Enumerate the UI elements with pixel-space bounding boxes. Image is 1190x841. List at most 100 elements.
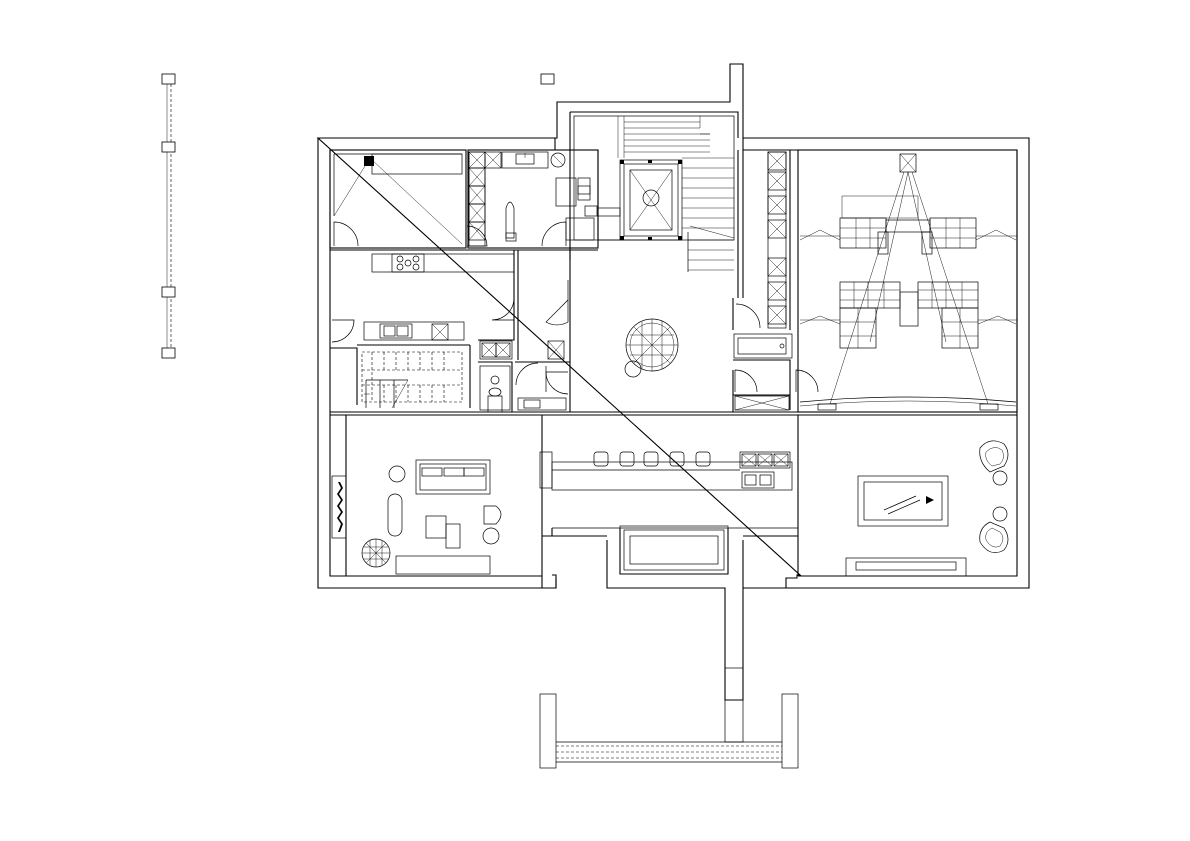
bathroom-rect <box>733 333 793 359</box>
armchair-top-circle <box>992 470 1008 486</box>
seating-row-back <box>839 281 979 349</box>
elevation-marker-rect <box>161 141 176 153</box>
elevation-marker-rect <box>540 73 555 85</box>
laundry-rect <box>501 151 549 169</box>
elevation-marker-rect <box>161 347 176 359</box>
interior-walls-rect <box>467 149 599 249</box>
kitchen-path <box>491 297 515 321</box>
bar-rect <box>593 451 609 467</box>
gym-path <box>799 229 841 241</box>
billiard-room <box>845 440 1009 577</box>
laundry-cabinets-line <box>468 185 486 205</box>
laundry-rect <box>555 177 577 207</box>
gym-line <box>829 171 905 405</box>
living-room-rect <box>331 475 347 539</box>
armchair-top-path <box>979 440 1009 473</box>
wardrobe-column-rect <box>767 171 787 191</box>
elevation-marker-rect <box>161 286 176 298</box>
laundry-cabinets-line <box>468 221 486 241</box>
bathroom-rect <box>737 337 787 355</box>
kitchen-rect <box>479 340 513 360</box>
exterior-walls-polyline <box>570 111 739 138</box>
bar-rect <box>551 461 793 491</box>
main-staircase-line <box>689 225 735 239</box>
billiard-table-line <box>883 495 917 511</box>
entrance-bridge <box>539 667 799 769</box>
bathroom-path <box>795 369 819 393</box>
wardrobe-column-line <box>767 281 787 301</box>
bar-cabinets-line <box>757 453 773 467</box>
kitchen-rect <box>383 325 396 337</box>
living-room-circle <box>482 527 500 545</box>
armchair-bottom-path <box>979 521 1009 553</box>
bar <box>539 451 798 529</box>
kitchen-rect <box>391 253 425 273</box>
armchair-top-path <box>985 447 1004 467</box>
closet-line <box>547 340 565 360</box>
wardrobe-column-line <box>767 171 787 191</box>
laundry-path <box>541 221 567 247</box>
seating-row-back-rect <box>899 291 919 327</box>
main-staircase-circle <box>642 189 660 207</box>
pool-rect <box>629 535 719 565</box>
kitchen <box>331 253 515 360</box>
armchair-bottom <box>979 506 1009 553</box>
exterior-walls-polyline <box>619 528 729 575</box>
laundry-cabinets-line <box>468 203 486 223</box>
entrance-bridge-rect <box>724 667 744 743</box>
interior-walls <box>329 149 1018 576</box>
living-room-rect <box>395 555 491 575</box>
kitchen-circle <box>396 263 404 271</box>
bar-rect <box>741 471 775 489</box>
washbasin-niche-path <box>545 371 569 395</box>
sofa-rect <box>421 467 443 477</box>
gym-path <box>799 400 1017 407</box>
wardrobe-column-rect <box>767 219 787 239</box>
round-rug <box>361 538 391 568</box>
sofa <box>415 459 491 495</box>
bathroom-line <box>734 395 790 411</box>
main-staircase-rect <box>678 160 682 164</box>
wardrobe-column <box>767 151 787 329</box>
billiard-room-rect <box>855 561 957 571</box>
armchair-bottom-path <box>985 527 1004 548</box>
main-staircase-line <box>629 169 673 231</box>
kitchen-rect <box>379 323 413 339</box>
central-hall <box>572 318 732 416</box>
wc <box>479 365 511 412</box>
wardrobe-column-line <box>767 257 787 277</box>
armchair-bottom-circle <box>992 506 1008 522</box>
kitchen-rect <box>396 325 409 337</box>
bedroom-path <box>333 221 359 247</box>
wardrobe-column-rect <box>767 281 787 301</box>
bedroom-line <box>369 157 463 245</box>
laundry-cabinets-line <box>468 151 486 169</box>
seating-row-front-rect <box>885 219 931 233</box>
gym <box>799 153 1017 411</box>
pool-rect <box>619 525 729 575</box>
laundry-cabinets-line <box>484 151 502 169</box>
bathroom-path <box>735 303 761 329</box>
closet <box>545 280 569 360</box>
bar-rect <box>669 451 685 467</box>
wc-path <box>487 395 503 412</box>
laundry-path <box>505 201 515 239</box>
wc-circle <box>490 375 500 385</box>
living-room-path <box>483 505 502 525</box>
exterior-walls-polyline <box>329 150 543 588</box>
kitchen-path <box>331 319 355 343</box>
kitchen-circle <box>412 255 420 263</box>
gym-path <box>977 315 1017 325</box>
main-staircase-rect <box>597 207 621 217</box>
armchair-top <box>979 440 1009 486</box>
main-staircase <box>573 115 735 272</box>
bar-cabinets-rect <box>757 453 773 467</box>
laundry-cabinets-rect <box>468 221 486 241</box>
bathroom-path <box>734 369 758 393</box>
bedroom-rect <box>371 153 463 175</box>
gym-path <box>799 396 1017 403</box>
interior-walls-polyline <box>478 361 513 412</box>
closet-rect <box>547 340 565 360</box>
laundry-cabinets-line <box>468 167 486 187</box>
